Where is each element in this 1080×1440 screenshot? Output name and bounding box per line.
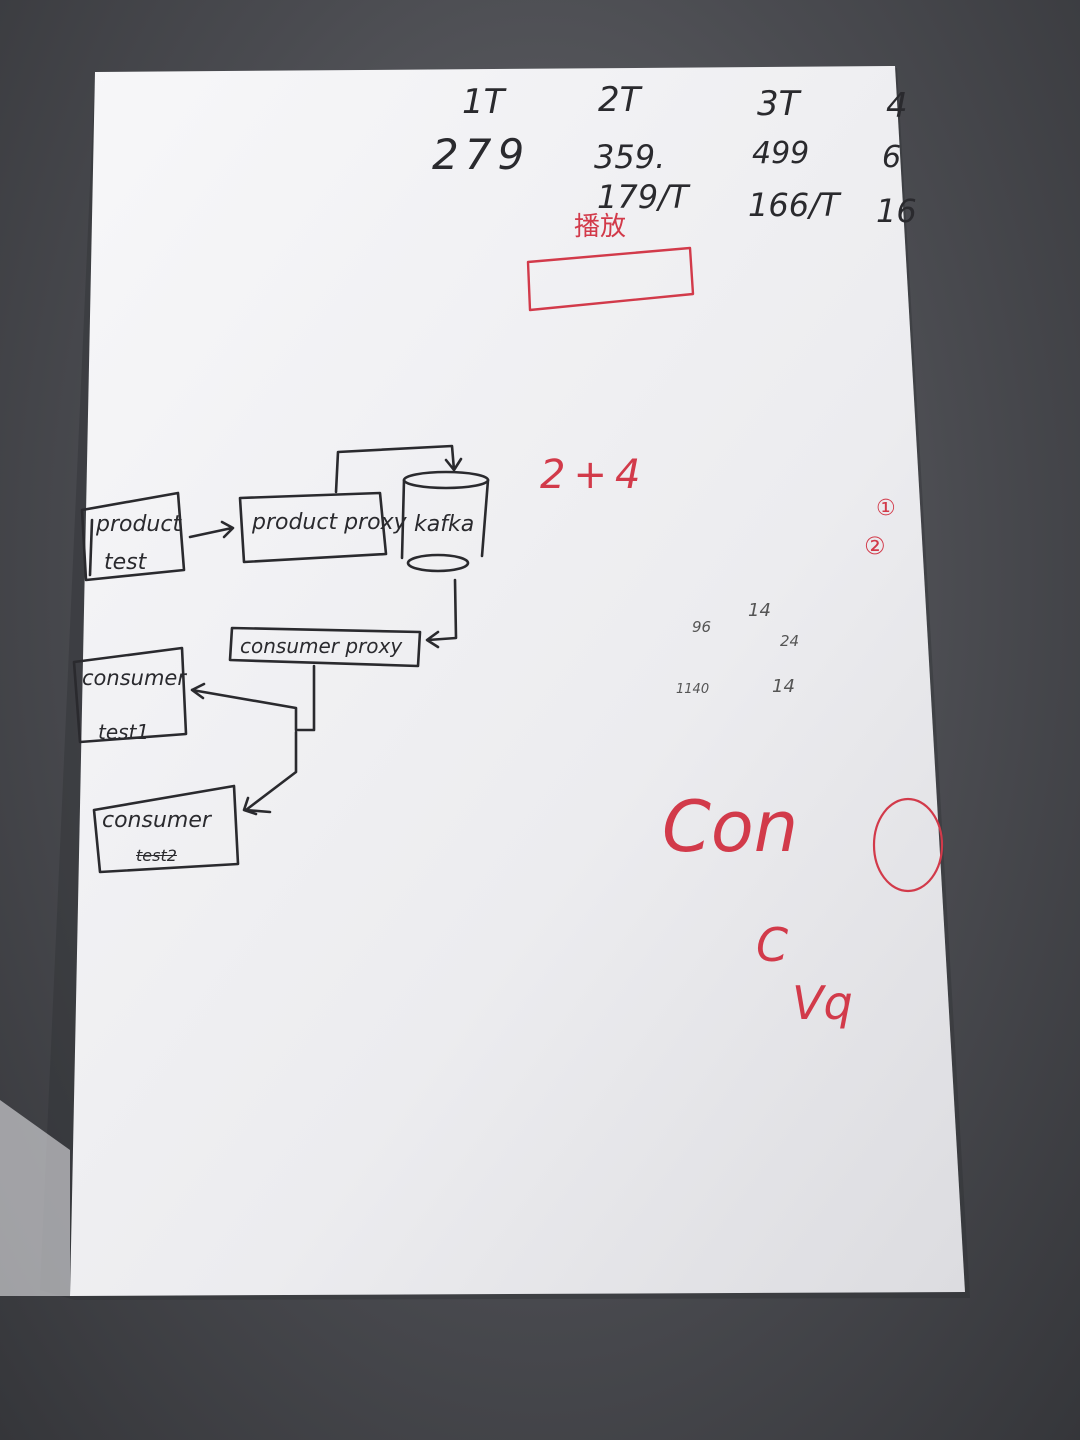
product-test-label-line1: product (96, 512, 182, 537)
arrow-test-to-proxy (188, 520, 235, 539)
red-vq: Vq (792, 976, 853, 1030)
price-2: 359. (594, 138, 666, 176)
boxed-label: 播放 (574, 212, 627, 242)
consumer-test1-label-line1: consumer (82, 666, 186, 690)
unit-price-4: 16 (876, 192, 917, 230)
small-number-14b: 14 (772, 676, 795, 697)
consumer-test2-box (92, 784, 240, 874)
small-number-96: 96 (692, 618, 712, 636)
consumer-test1-box (72, 646, 188, 744)
price-1: 279 (432, 130, 531, 179)
kafka-label: kafka (414, 512, 475, 537)
consumer-proxy-label: consumer proxy (240, 634, 403, 658)
col-header-2: 2T (598, 80, 641, 120)
red-c: C (756, 918, 789, 972)
small-number-24: 24 (780, 632, 800, 650)
price-4: 6 (882, 140, 902, 175)
consumer-test1-label-line2: test1 (98, 720, 150, 744)
product-proxy-box (238, 491, 388, 564)
arrow-proxy-to-test2 (242, 730, 298, 816)
product-test-box (80, 491, 186, 582)
consumer-proxy-box (228, 626, 422, 668)
circle-note-2: ② (864, 532, 886, 560)
col-header-3: 3T (757, 84, 800, 124)
red-sum: 2+4 (540, 452, 649, 498)
small-number-1140: 1140 (676, 682, 710, 697)
red-box (526, 246, 695, 312)
product-proxy-label: product proxy (252, 510, 407, 535)
kafka-bottom (406, 553, 470, 573)
red-con: Con (662, 786, 799, 868)
arrow-kafka-to-consumer-proxy (425, 578, 458, 649)
arrow-proxy-to-test1 (190, 664, 316, 732)
consumer-test2-label-line1: consumer (102, 808, 211, 833)
red-circle (872, 797, 944, 893)
circle-note-1: ① (876, 496, 896, 521)
unit-price-3: 166/T (748, 186, 840, 224)
col-header-4: 4 (886, 86, 908, 126)
arrow-proxy-to-kafka (334, 444, 463, 494)
kafka-body (400, 478, 490, 560)
kafka-top (402, 470, 490, 490)
product-test-label-line2: test (104, 550, 147, 575)
consumer-test2-label-line2: test2 (136, 846, 177, 865)
price-3: 499 (752, 136, 810, 171)
small-number-14a: 14 (748, 600, 771, 621)
unit-price-2: 179/T (597, 178, 689, 216)
col-header-1: 1T (462, 82, 505, 122)
